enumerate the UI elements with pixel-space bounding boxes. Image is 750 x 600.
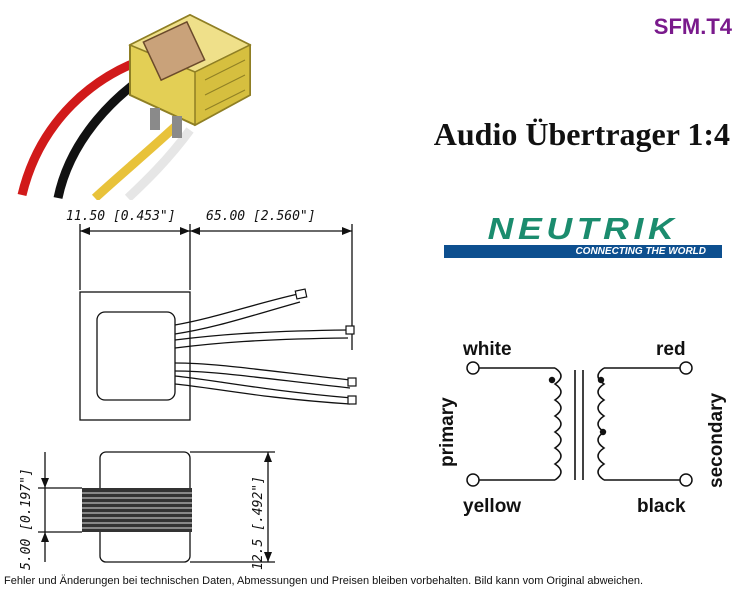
label-yellow: yellow [463,496,521,517]
terminal-red [679,361,693,375]
label-primary: primary [437,397,458,467]
model-number: SFM.T4 [653,14,732,39]
terminal-black [679,473,693,487]
logo-bar [444,245,722,258]
label-secondary: secondary [706,393,727,488]
page-title: Audio Übertrager 1:4 [433,116,730,152]
red-wire [17,53,150,197]
logo-wordmark: NEUTRIK [487,211,679,246]
neutrik-logo: NEUTRIK CONNECTING THE WORLD [444,213,722,258]
dim-left-label: 11.50 [0.453"] [66,209,176,224]
dim-height-small-label: 5.00 [0.197"] [19,468,34,570]
transformer-photo-icon [17,13,252,200]
dim-right-label: 65.00 [2.560"] [206,209,316,224]
yellow-wire [91,120,182,200]
terminal-yellow [466,473,480,487]
label-red: red [656,339,686,360]
footer-disclaimer: Fehler und Änderungen bei technischen Da… [4,575,644,587]
transformer-schematic: white yellow red black primary secondary [437,339,727,517]
label-white: white [462,339,512,360]
dim-height-large-label: 12.5 [.492"] [251,476,266,570]
terminal-white [466,361,480,375]
label-black: black [637,496,686,517]
white-wire [124,127,194,200]
logo-tagline: CONNECTING THE WORLD [575,246,706,257]
dimension-drawing: 11.50 [0.453"] 65.00 [2.560"] 5.00 [0.19… [19,209,357,570]
